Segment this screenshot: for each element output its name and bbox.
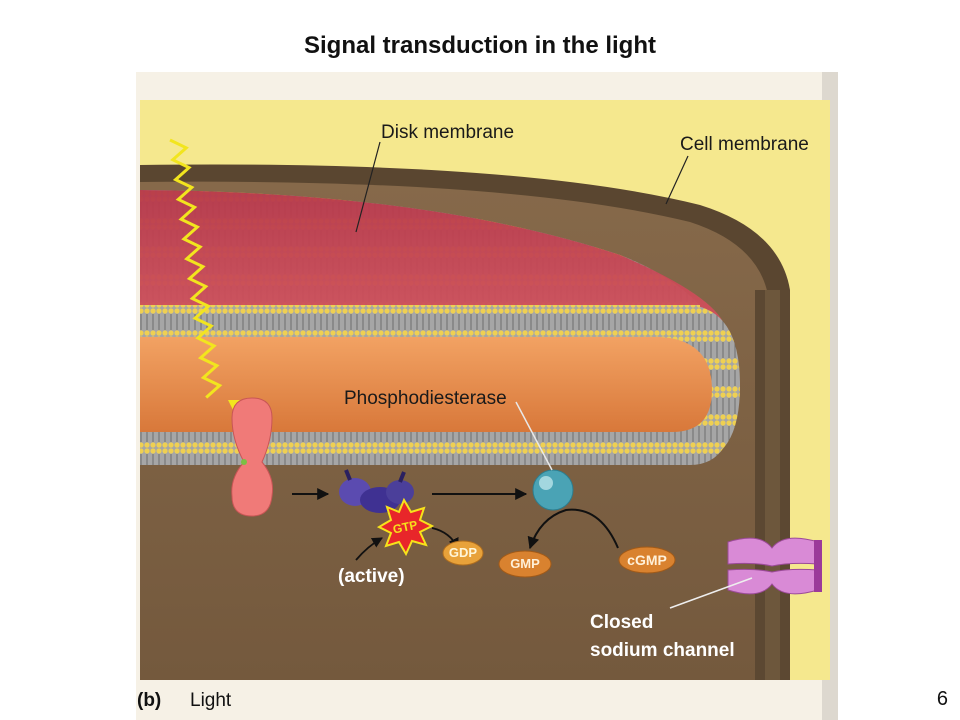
gdp-pill	[442, 540, 484, 566]
active-label: (active)	[338, 566, 405, 587]
sodium-channel-leader	[669, 577, 753, 609]
panel-letter: (b)	[137, 690, 161, 711]
gmp-pill	[498, 550, 552, 578]
cell-membrane-label: Cell membrane	[680, 134, 809, 155]
disk-membrane-label: Disk membrane	[381, 122, 514, 143]
sodium-channel	[727, 537, 822, 595]
arrow-active	[355, 537, 383, 561]
panel-caption: Light	[190, 690, 232, 711]
rhodopsin	[231, 397, 273, 517]
closed-label: Closed	[590, 612, 653, 633]
cell-wall-edge-inner	[765, 290, 780, 680]
gtp-label: GTP	[392, 518, 419, 537]
phosphodiesterase-leader	[515, 401, 553, 471]
disk-membrane-lower-band	[140, 432, 695, 462]
disk-membrane-rim	[690, 305, 740, 462]
gdp-label: GDP	[449, 545, 478, 560]
disk-lumen	[140, 337, 712, 432]
sodium-channel-label: sodium channel	[590, 640, 735, 661]
cgmp-pill	[618, 546, 676, 574]
gtp-star	[376, 497, 435, 557]
cell-membrane-leader	[665, 155, 689, 205]
phosphodiesterase-label: Phosphodiesterase	[344, 388, 507, 409]
transducin	[339, 469, 414, 513]
light-ray	[169, 138, 223, 399]
arrow-cgmp-to-gmp	[527, 508, 619, 550]
phosphodiesterase-highlight	[539, 476, 553, 490]
disk-membrane-upper-band	[140, 305, 700, 335]
disk-membrane-leader	[355, 141, 381, 233]
disk-interior-top	[140, 190, 726, 330]
page-number: 6	[936, 688, 948, 710]
phosphodiesterase	[532, 469, 574, 511]
gmp-label: GMP	[510, 556, 540, 571]
slide-title: Signal transduction in the light	[304, 32, 656, 59]
retinal-dot	[241, 459, 247, 465]
cgmp-label: cGMP	[627, 552, 667, 568]
